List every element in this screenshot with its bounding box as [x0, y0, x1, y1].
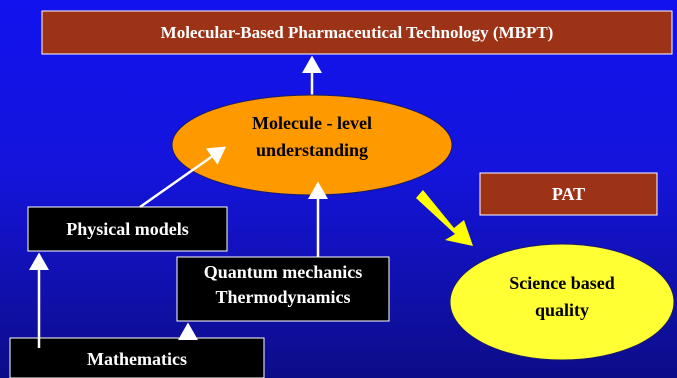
- pat-box-shape: [479, 172, 658, 216]
- mathematics-label: Mathematics: [87, 349, 187, 369]
- quantum-line1: Quantum mechanics: [203, 262, 363, 282]
- physical-models-label: Physical models: [66, 219, 189, 239]
- big-yellow-arrow: [416, 190, 473, 246]
- arrow-physical-to-center: [139, 146, 227, 209]
- result-ellipse-label: Science based quality: [472, 272, 652, 321]
- quantum-line2: Thermodynamics: [215, 286, 351, 307]
- center-ellipse-line2: understanding: [255, 139, 369, 160]
- title-box-shape: [41, 10, 673, 55]
- result-ellipse-line2: quality: [534, 299, 590, 320]
- quantum-box-shape: [176, 256, 390, 322]
- quantum-box-label: Quantum mechanics Thermodynamics: [177, 261, 389, 308]
- physical-models-box-shape: [27, 206, 228, 252]
- pat-box-label: PAT: [551, 184, 586, 204]
- result-ellipse-shape: [449, 243, 675, 361]
- center-ellipse-label: Molecule - level understanding: [212, 112, 412, 161]
- mathematics-box-shape: [9, 337, 265, 378]
- result-ellipse-line1: Science based: [509, 273, 615, 293]
- center-ellipse-line1: Molecule - level: [252, 113, 372, 133]
- title-box-label: Molecular-Based Pharmaceutical Technolog…: [160, 23, 554, 42]
